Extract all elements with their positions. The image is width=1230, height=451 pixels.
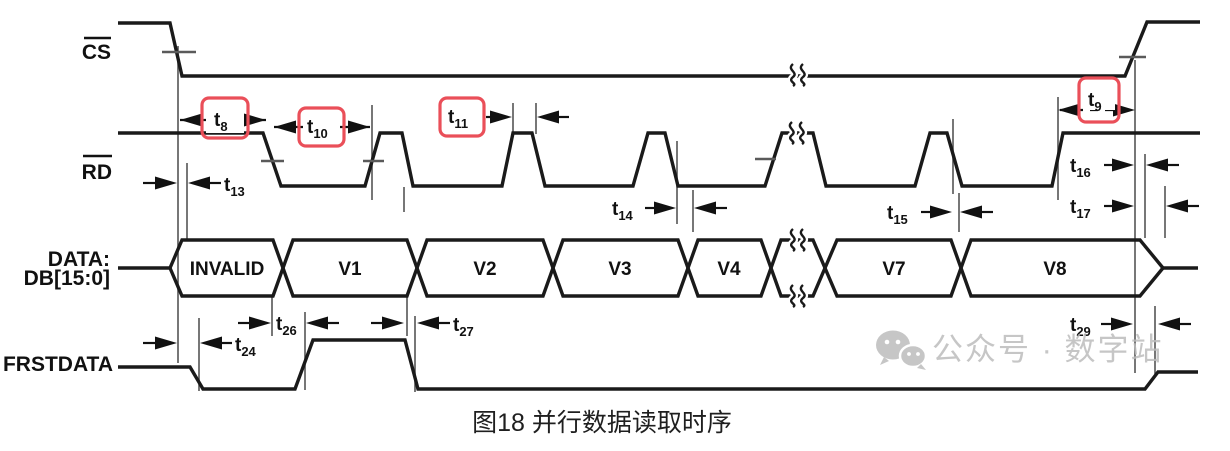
t17-right-arrow-icon [1112,199,1134,213]
t29-measure: t29 [1070,315,1191,339]
frstdata-waveform [118,338,1198,391]
t14-label: t14 [612,199,634,223]
waveforms [118,20,1200,391]
t26-right-arrow-icon [249,316,271,330]
t16-measure: t16 [1070,156,1179,180]
t17-measure: t17 [1070,197,1199,221]
t10-label: t10 [307,117,328,141]
t27-left-arrow-icon [417,316,439,330]
data-break-icon [791,229,805,307]
t24-label: t24 [235,335,257,359]
t24-left-arrow-icon [200,336,222,350]
bus-value-v3: V3 [608,259,631,280]
t11-measure: t11 [438,96,569,138]
t17-left-arrow-icon [1166,199,1188,213]
t13-right-arrow-icon [155,176,177,190]
t11-highlight-box [438,96,486,138]
bus-value-v4: V4 [717,259,741,280]
t10-left-arrow-icon [274,120,296,134]
bus-value-v7: V7 [882,259,905,280]
t29-left-arrow-icon [1158,317,1180,331]
t24-right-arrow-icon [155,336,177,350]
t26-measure: t26 [238,314,339,338]
rd-break-icon [790,122,804,144]
t8-measure: t8 [180,96,266,140]
t16-right-arrow-icon [1112,158,1134,172]
figure-caption: 图18 并行数据读取时序 [472,409,732,437]
t17-label: t17 [1070,197,1091,221]
t8-label: t8 [214,110,228,134]
t9-right-arrow-icon [1113,103,1135,117]
t13-measure: t13 [143,175,245,199]
t8-highlight-box [200,96,250,140]
t26-left-arrow-icon [306,316,328,330]
t14-right-arrow-icon [654,201,676,215]
watermark-text: 公众号 · 数字站 [932,332,1164,367]
bus-value-invalid: INVALID [190,259,265,280]
t27-measure: t27 [371,315,474,339]
t11-right-arrow-icon [490,110,512,124]
data-bus-range-label: DB[15:0] [24,267,110,290]
edge-ticks [162,50,1146,163]
data-bus-edge-a [168,238,1165,298]
data-bus-edge-b [168,238,1165,298]
bus-value-v8: V8 [1043,259,1066,280]
t15-label: t15 [887,203,908,227]
t11-left-arrow-icon [537,110,559,124]
t29-right-arrow-icon [1111,317,1133,331]
t9-label: t9 [1088,90,1102,114]
t26-label: t26 [276,314,297,338]
t14-measure: t14 [612,199,727,223]
t29-label: t29 [1070,315,1091,339]
wechat-icon [876,330,928,370]
bus-value-v1: V1 [338,259,362,280]
signal-labels: CS RD DATA: DB[15:0] FRSTDATA [3,36,113,376]
t27-label: t27 [453,315,474,339]
t24-measure: t24 [143,335,257,359]
t13-label: t13 [224,175,245,199]
frstdata-signal-label: FRSTDATA [3,353,113,376]
t10-measure: t10 [274,106,370,148]
cs-signal-label: CS [82,41,111,64]
t10-right-arrow-icon [348,120,370,134]
t15-left-arrow-icon [960,205,982,219]
t16-label: t16 [1070,156,1091,180]
t27-right-arrow-icon [382,316,404,330]
t8-left-arrow-icon [180,113,202,127]
t16-left-arrow-icon [1146,158,1168,172]
break-symbols [790,64,805,307]
rd-waveform [118,131,1200,188]
t9-measure: t9 [1058,76,1135,124]
cs-waveform [118,20,1200,78]
t10-highlight-box [297,106,346,148]
data-signal-label: DATA: [48,248,110,271]
bus-value-v2: V2 [473,259,496,280]
watermark: 公众号 · 数字站 [876,330,1164,370]
t14-left-arrow-icon [694,201,716,215]
t15-measure: t15 [887,203,993,227]
t11-label: t11 [448,107,468,131]
t13-left-arrow-icon [188,176,210,190]
t15-right-arrow-icon [930,205,952,219]
bus-values: INVALID V1 V2 V3 V4 V7 V8 [190,259,1067,280]
cs-break-icon [791,64,805,86]
t9-highlight-box [1077,76,1121,124]
t9-left-arrow-icon [1058,103,1080,117]
rd-signal-label: RD [82,161,112,184]
